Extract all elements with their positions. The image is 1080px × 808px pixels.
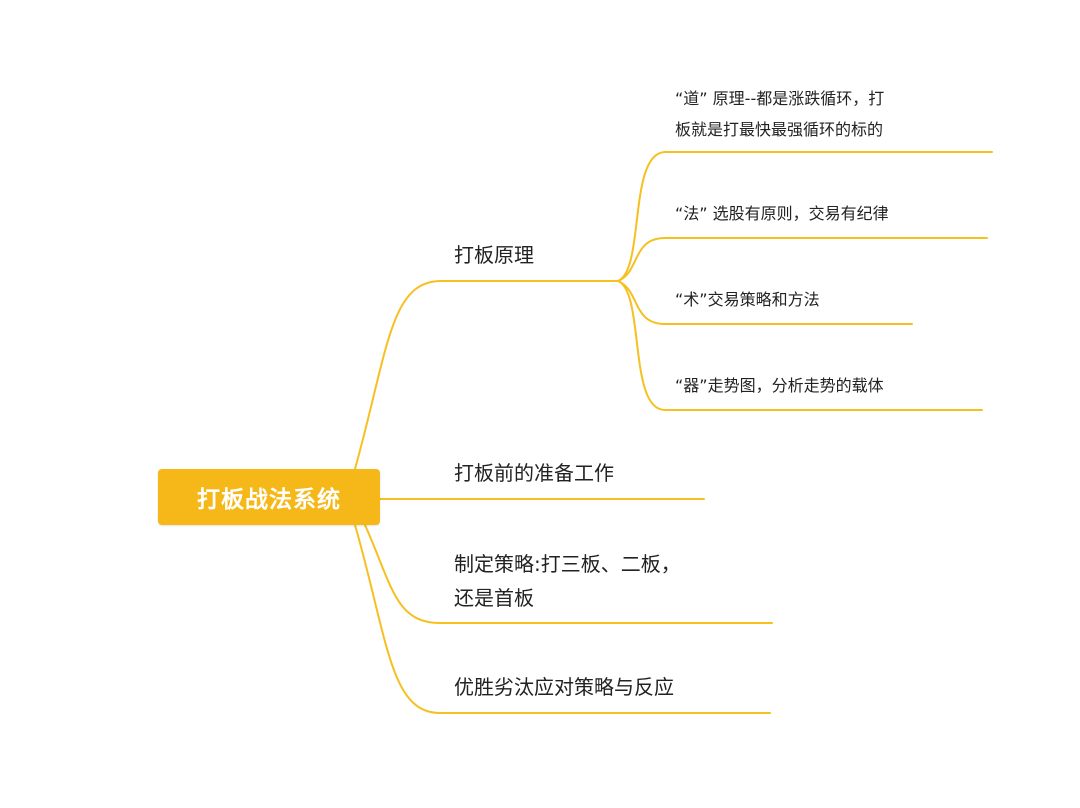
leaf-node-c1[interactable]: “道” 原理--都是涨跌循环，打 板就是打最快最强循环的标的	[675, 83, 884, 145]
branch-node-b2[interactable]: 打板前的准备工作	[454, 456, 614, 490]
leaf-c4-line-1: “器”走势图，分析走势的载体	[675, 376, 884, 395]
leaf-c2-line-1: “法” 选股有原则，交易有纪律	[675, 204, 889, 223]
branch-node-b4[interactable]: 优胜劣汰应对策略与反应	[454, 670, 674, 704]
leaf-node-c4[interactable]: “器”走势图，分析走势的载体	[675, 370, 884, 401]
branch-b2-line-1: 打板前的准备工作	[454, 461, 614, 485]
connector-root-b3	[364, 524, 773, 624]
branch-node-b1[interactable]: 打板原理	[454, 238, 534, 272]
leaf-c3-line-1: “术”交易策略和方法	[675, 290, 820, 309]
root-node[interactable]: 打板战法系统	[158, 469, 380, 525]
leaf-node-c2[interactable]: “法” 选股有原则，交易有纪律	[675, 198, 889, 229]
connector-root-b1	[354, 280, 619, 470]
connector-b1-c1	[617, 151, 993, 282]
branch-b1-line-1: 打板原理	[454, 243, 534, 267]
branch-b4-line-1: 优胜劣汰应对策略与反应	[454, 675, 674, 699]
connector-root-b4	[354, 524, 771, 714]
leaf-node-c3[interactable]: “术”交易策略和方法	[675, 284, 820, 315]
connector-b1-c2	[617, 237, 988, 282]
branch-node-b3[interactable]: 制定策略:打三板、二板， 还是首板	[454, 547, 681, 615]
leaf-c1-line-2: 板就是打最快最强循环的标的	[675, 120, 884, 139]
leaf-c1-line-1: “道” 原理--都是涨跌循环，打	[675, 89, 885, 108]
branch-b3-line-1: 制定策略:打三板、二板，	[454, 552, 681, 576]
connector-b1-c4	[617, 280, 983, 411]
branch-b3-line-2: 还是首板	[454, 586, 534, 610]
